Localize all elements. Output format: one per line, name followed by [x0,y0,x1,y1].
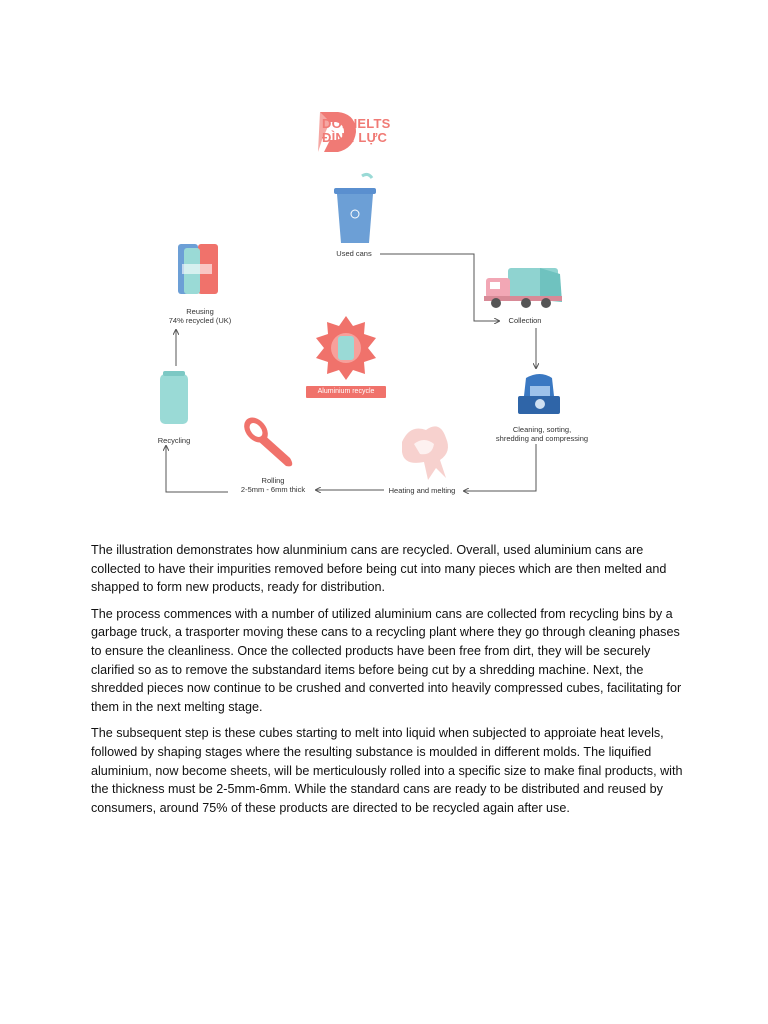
diagram-graphics [160,112,562,540]
label-used-cans: Used cans [336,249,372,258]
label-collection: Collection [508,316,542,325]
label-reusing-line-2: 74% recycled (UK) [168,316,232,325]
label-cleaning-line-2: shredding and compressing [495,434,589,443]
label-rolling-line-1: Rolling [261,476,285,485]
essay-paragraph-1: The illustration demonstrates how alunmi… [91,543,667,595]
label-rolling-line-2: 2-5mm - 6mm thick [240,485,306,494]
logo-line-1: DOL IELTS [322,116,391,131]
shredding-machine-icon [518,374,560,414]
essay-paragraph-3: The subsequent step is these cubes start… [91,726,683,815]
label-cleaning: Cleaning, sorting, shredding and compres… [482,425,602,443]
aluminium-recycle-badge: Aluminium recycle [306,386,386,398]
molten-aluminium-icon [402,426,448,480]
label-rolling: Rolling 2-5mm - 6mm thick [230,476,316,494]
label-heating-melting: Heating and melting [388,486,456,495]
logo-line-2: ĐÌNH LỰC [322,130,388,145]
aluminium-coil-icon [244,417,293,467]
essay-paragraph-2: The process commences with a number of u… [91,606,682,714]
label-reusing-line-1: Reusing [186,307,214,316]
process-arrows [166,253,536,492]
garbage-truck-icon [484,268,562,308]
recycling-bin-icon [334,172,376,243]
aluminium-recycle-badge-icon [316,316,376,380]
dol-logo-icon [318,112,356,152]
recycled-can-icon [160,371,188,424]
essay-body: The illustration demonstrates how alunmi… [91,541,683,825]
dol-logo-text: DOL IELTS ĐÌNH LỰC [322,117,391,145]
label-recycling: Recycling [157,436,191,445]
reused-cans-icon [178,244,218,294]
label-reusing: Reusing 74% recycled (UK) [156,307,244,325]
label-cleaning-line-1: Cleaning, sorting, [512,425,572,434]
process-diagram [92,94,656,526]
